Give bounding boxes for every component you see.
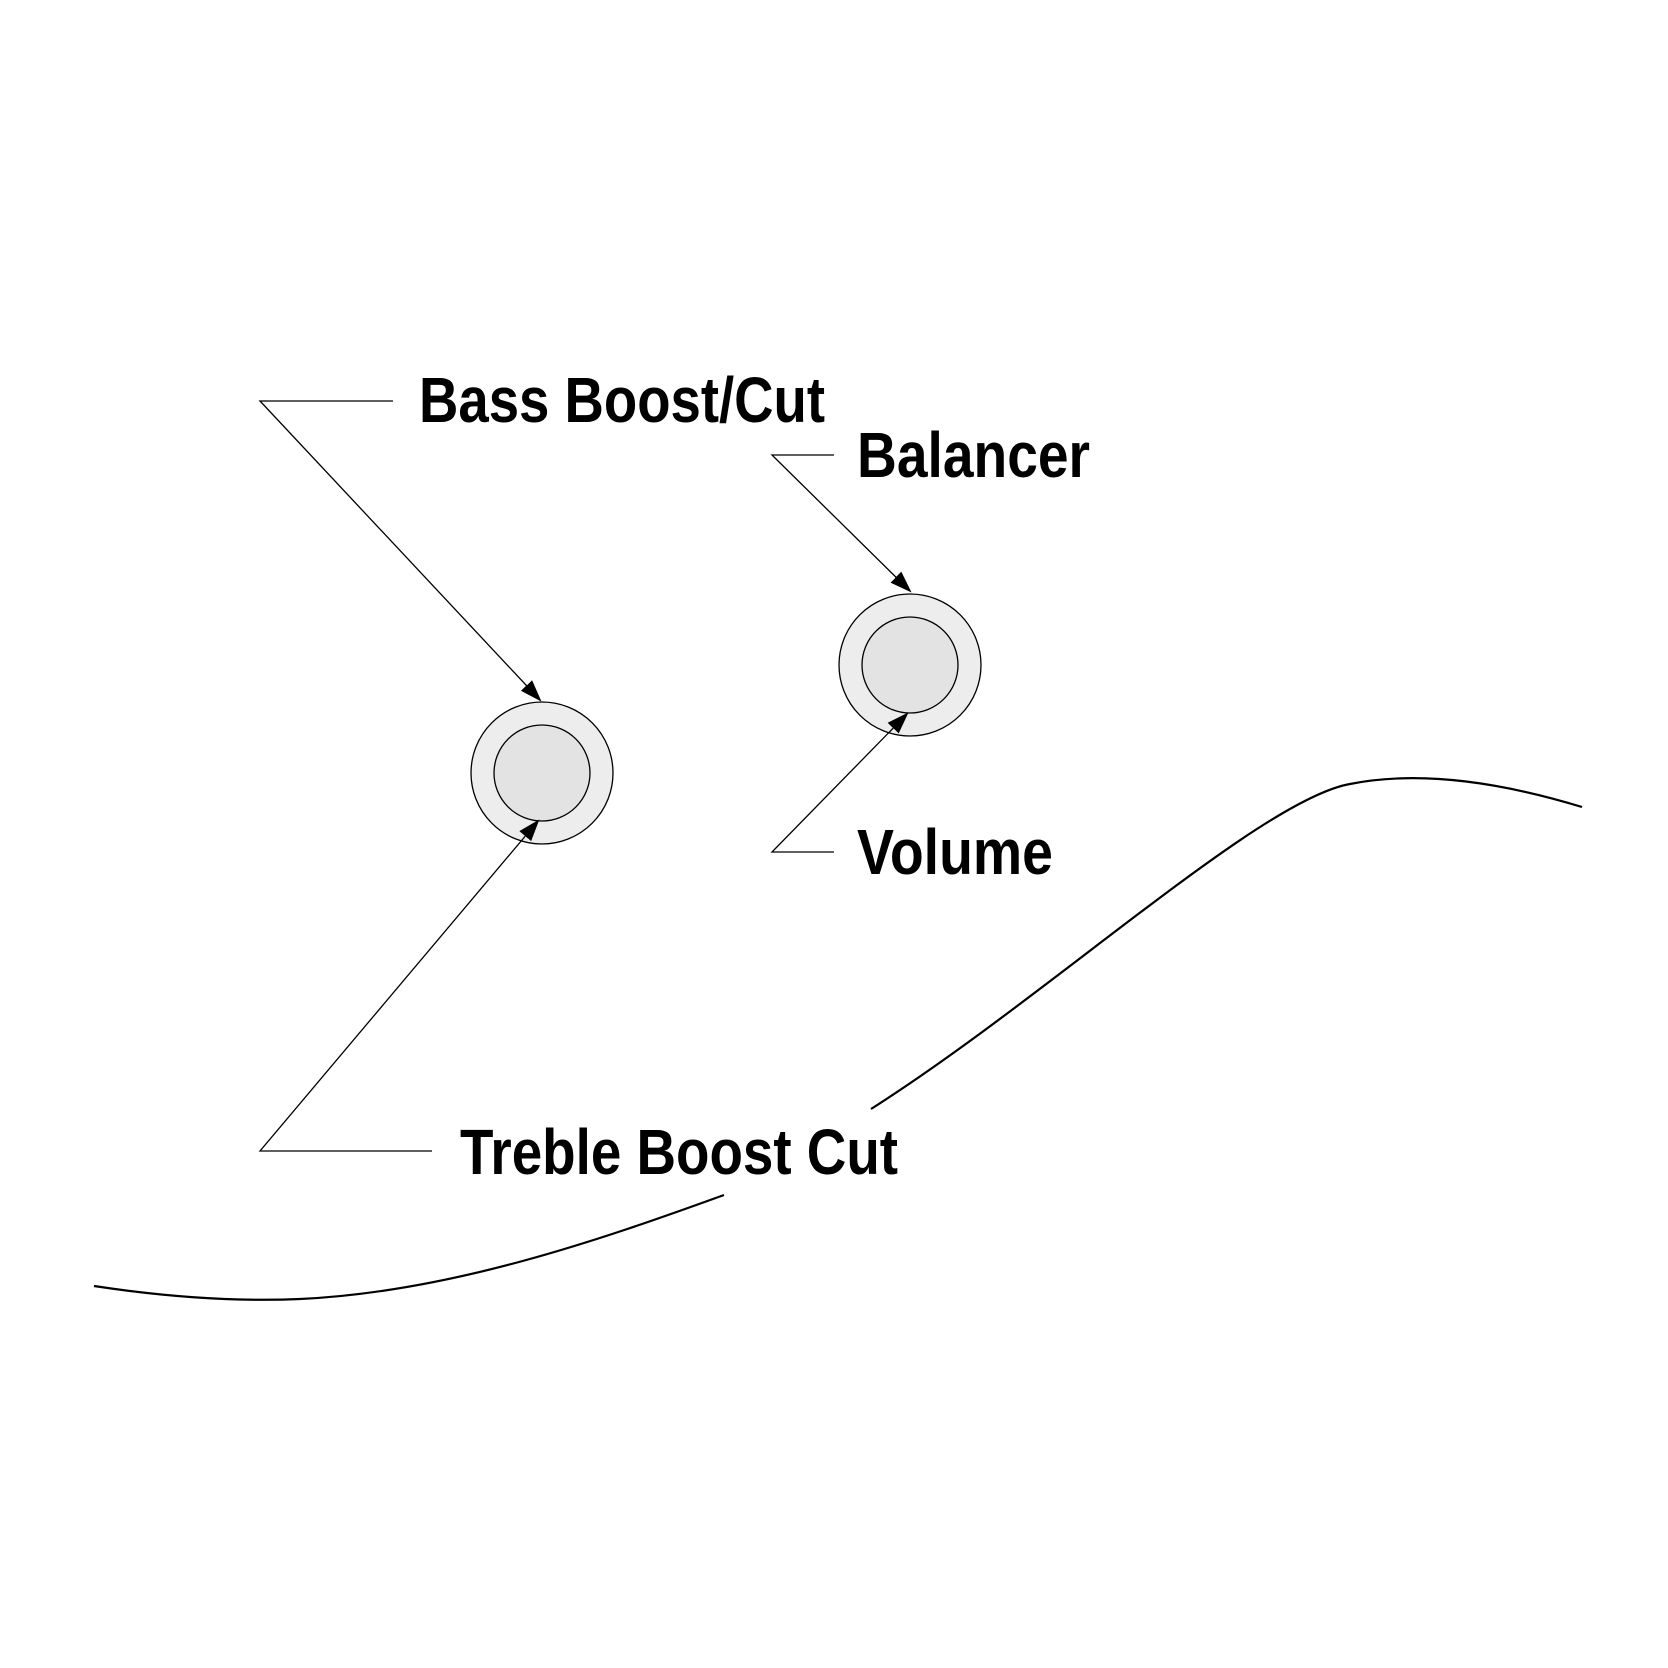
treble-leader-arrow [258, 819, 540, 1152]
body-outline-lower [93, 1193, 725, 1301]
volume-leader-arrow [770, 712, 909, 853]
treble-boost-cut-label: Treble Boost Cut [460, 1116, 898, 1188]
volume-label: Volume [857, 816, 1053, 888]
body-outline-upper [870, 776, 1583, 1110]
balancer-label: Balancer [857, 419, 1090, 491]
balancer-leader-arrow [770, 454, 912, 593]
bass-boost-cut-label: Bass Boost/Cut [419, 364, 825, 436]
knob-balancer-volume[interactable] [838, 593, 982, 737]
bass-leader-arrow [258, 400, 542, 702]
knob-bass-treble[interactable] [470, 701, 614, 845]
